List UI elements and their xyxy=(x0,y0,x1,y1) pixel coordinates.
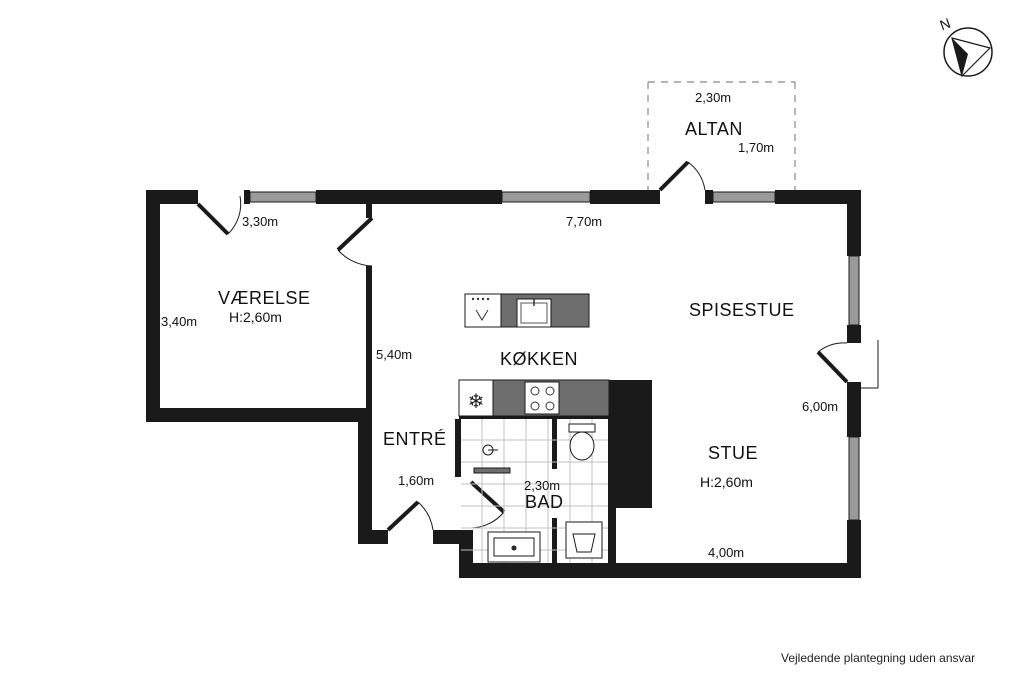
koekken-length-dimension: 5,40m xyxy=(376,347,413,362)
kitchen-island xyxy=(464,293,590,328)
kitchen-counter xyxy=(458,379,610,417)
vaerelse-depth-dimension: 3,40m xyxy=(161,314,198,329)
room-label-entre: ENTRÉ xyxy=(383,429,447,449)
altan-width-dimension: 2,30m xyxy=(695,90,732,105)
balcony-outline xyxy=(647,81,796,190)
north-compass-icon xyxy=(943,27,993,78)
bad-width-dimension: 2,30m xyxy=(524,478,561,493)
room-label-spisestue: SPISESTUE xyxy=(689,300,795,320)
stue-depth-dimension: 6,00m xyxy=(802,399,839,414)
bath-fixtures xyxy=(473,423,603,563)
altan-depth-dimension: 1,70m xyxy=(738,140,775,155)
doors xyxy=(196,160,879,532)
room-label-altan: ALTAN xyxy=(685,119,743,139)
stue-ceiling-height: H:2,60m xyxy=(700,474,753,490)
room-label-stue: STUE xyxy=(708,443,759,463)
room-label-koekken: KØKKEN xyxy=(500,349,579,369)
walls xyxy=(146,190,861,578)
stue-width-dimension: 4,00m xyxy=(708,545,745,560)
room-label-vaerelse: VÆRELSE xyxy=(218,288,311,308)
room-label-bad: BAD xyxy=(525,492,564,512)
vaerelse-ceiling-height: H:2,60m xyxy=(229,309,282,325)
vaerelse-width-dimension: 3,30m xyxy=(242,214,279,229)
entre-width-dimension: 1,60m xyxy=(398,473,435,488)
freezer-icon: ❄ xyxy=(468,389,485,413)
disclaimer-text: Vejledende plantegning uden ansvar xyxy=(781,651,976,665)
main-width-dimension: 7,70m xyxy=(566,214,603,229)
windows xyxy=(249,191,860,521)
